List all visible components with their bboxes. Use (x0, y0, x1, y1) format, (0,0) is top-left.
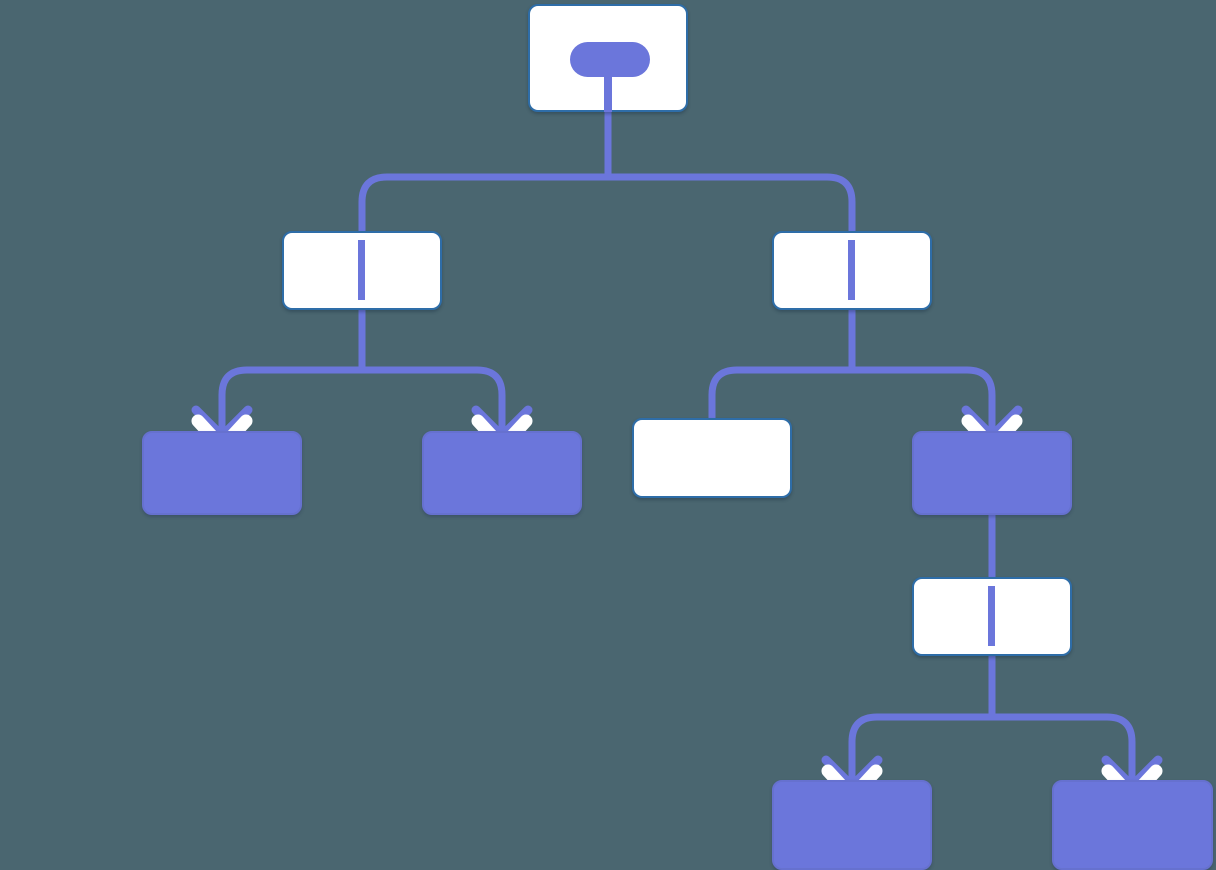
node-l2-a[interactable] (142, 431, 302, 515)
node-l2-d[interactable] (912, 431, 1072, 515)
node-l4-a[interactable] (772, 780, 932, 870)
edge-l3-a-to-l4-b (992, 713, 1136, 786)
node-l3-a-inner-line (988, 586, 995, 646)
edge-l1-right-to-l2-c (708, 366, 852, 420)
node-l2-b[interactable] (422, 431, 582, 515)
edge-l1-right-to-l2-d (852, 366, 996, 437)
edge-l1-left-to-l2-b (362, 366, 506, 437)
edge-l1-left-to-l2-a (218, 366, 362, 437)
edge-root-to-l1-right (608, 173, 856, 231)
edge-l3-a-to-l4-a (848, 713, 992, 786)
node-l4-b[interactable] (1052, 780, 1213, 870)
node-l1-right-inner-line (848, 240, 855, 300)
node-l1-left-inner-line (358, 240, 365, 300)
edge-root-to-l1-left (358, 173, 608, 231)
root-stem-inner (604, 68, 612, 112)
node-l2-c[interactable] (632, 418, 792, 498)
